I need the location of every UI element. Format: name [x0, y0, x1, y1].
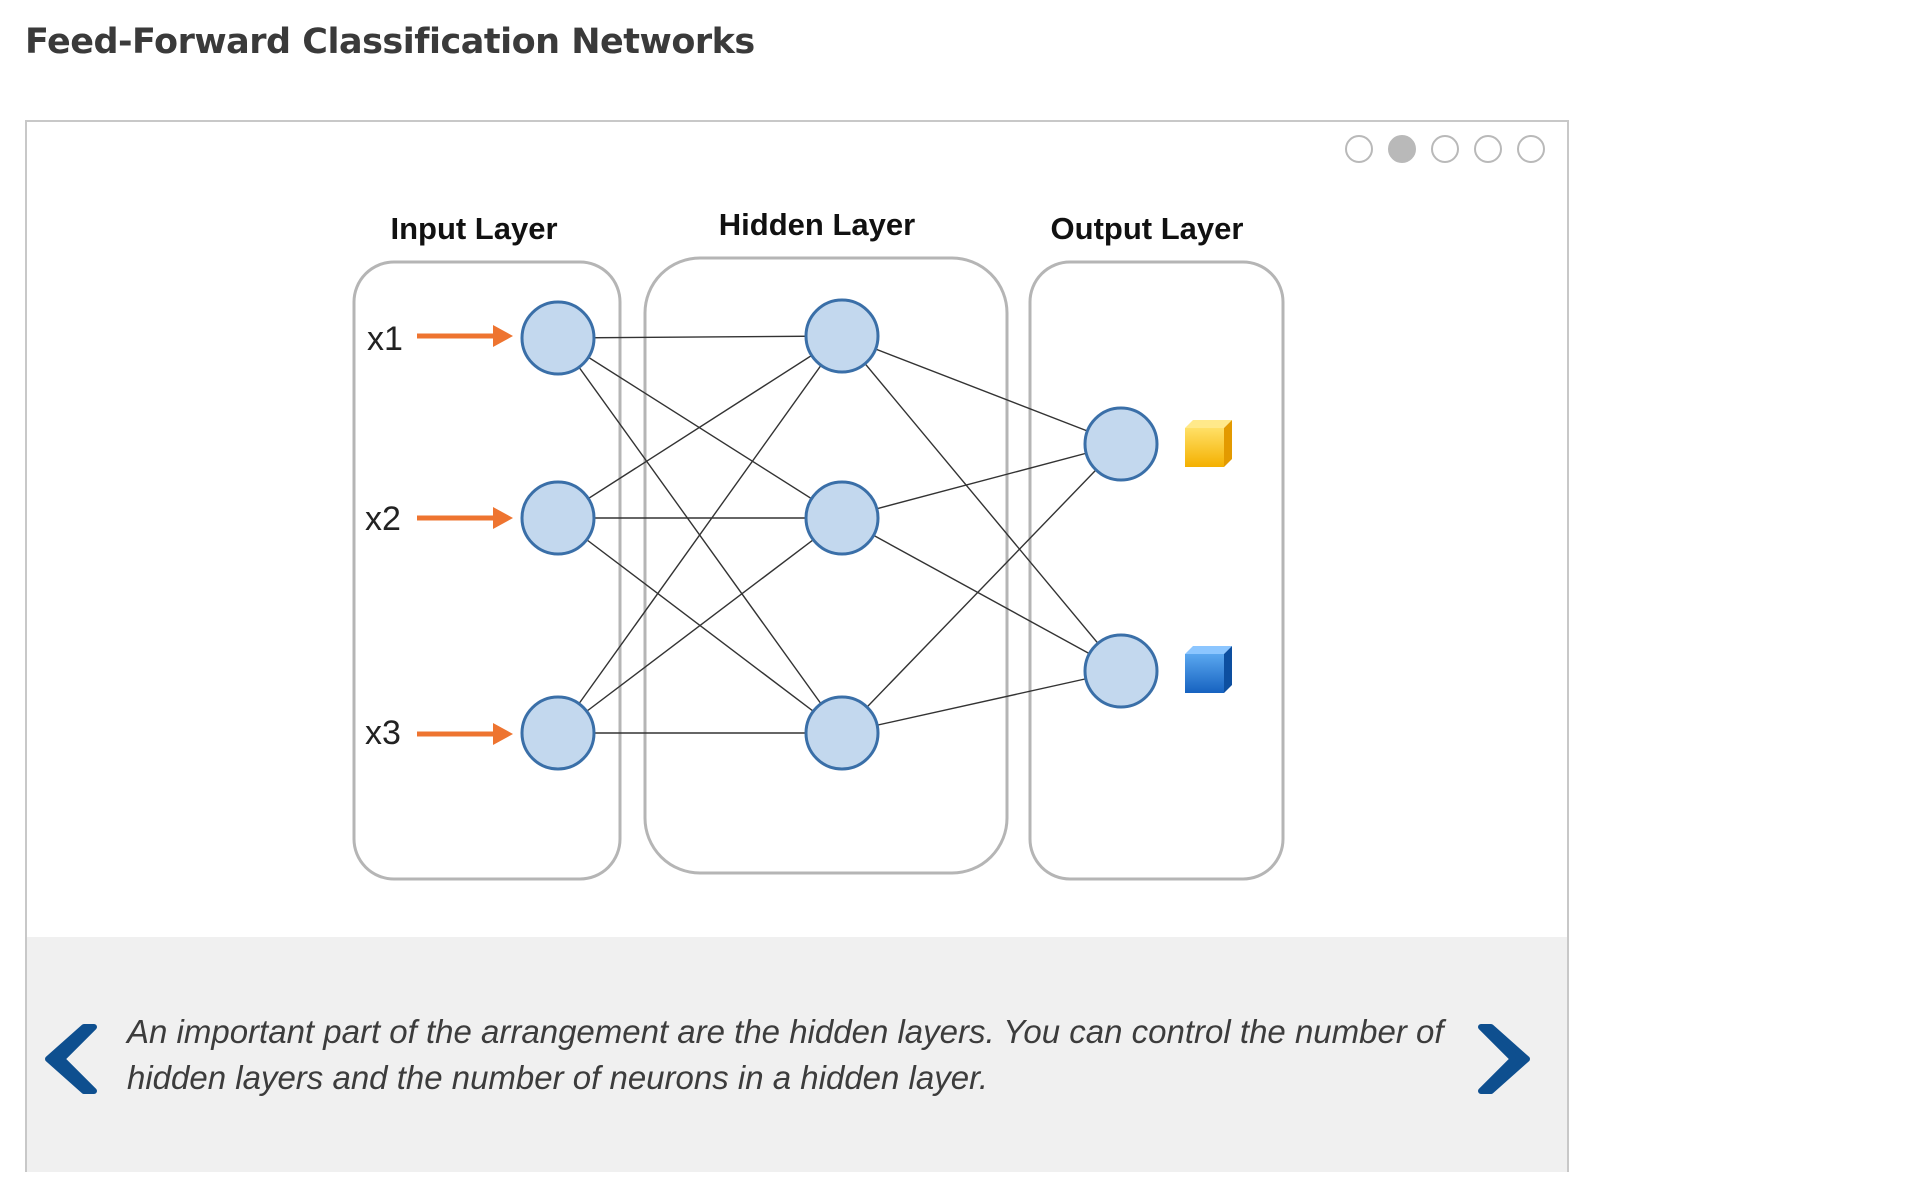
chevron-left-icon[interactable]	[40, 1019, 100, 1099]
output-neuron-1	[1083, 406, 1159, 482]
input-label-x1: x1	[367, 320, 403, 358]
slide-caption: An important part of the arrangement are…	[127, 1013, 1444, 1096]
input-neuron-2	[520, 480, 596, 556]
input-layer-label: Input Layer	[390, 211, 557, 246]
blue-cube-icon	[1185, 646, 1232, 693]
yellow-cube-icon	[1185, 420, 1232, 467]
input-label-x3: x3	[365, 714, 401, 752]
input-arrow-x3	[417, 723, 513, 745]
slide-dot-4[interactable]	[1474, 135, 1502, 163]
output-layer-box	[1028, 260, 1285, 881]
hidden-neuron-3	[804, 695, 880, 771]
output-neuron-2	[1083, 633, 1159, 709]
slide-dot-1[interactable]	[1345, 135, 1373, 163]
page-title: Feed-Forward Classification Networks	[25, 22, 755, 62]
hidden-output-connections	[841, 335, 1122, 734]
input-arrow-x2	[417, 507, 513, 529]
input-neuron-3	[520, 695, 596, 771]
hidden-layer-label: Hidden Layer	[719, 207, 915, 242]
slide-indicator	[1345, 135, 1545, 163]
hidden-neuron-1	[804, 298, 880, 374]
neural-network-diagram: Input Layer Hidden Layer Output Layer x1	[352, 207, 1285, 881]
input-arrow-x1	[417, 325, 513, 347]
hidden-layer-box	[643, 256, 1009, 875]
input-hidden-connections	[557, 335, 843, 734]
hidden-neuron-2	[804, 480, 880, 556]
slideshow: Input Layer Hidden Layer Output Layer x1	[25, 120, 1569, 1172]
slide-dot-2[interactable]	[1388, 135, 1416, 163]
input-label-x2: x2	[365, 500, 401, 538]
slide-dot-3[interactable]	[1431, 135, 1459, 163]
caption-bar: An important part of the arrangement are…	[27, 937, 1567, 1172]
slide-dot-5[interactable]	[1517, 135, 1545, 163]
input-neuron-1	[520, 300, 596, 376]
input-layer-box	[352, 260, 622, 881]
chevron-right-icon[interactable]	[1475, 1019, 1535, 1099]
output-layer-label: Output Layer	[1051, 211, 1244, 246]
